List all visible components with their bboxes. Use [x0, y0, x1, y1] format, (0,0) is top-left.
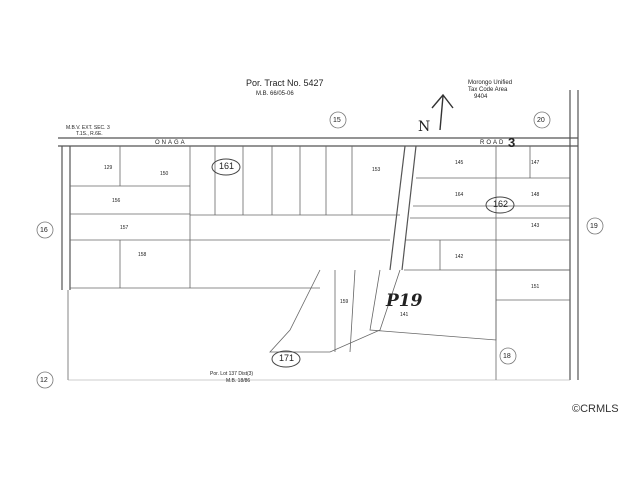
map-book-ref: M.B. 66/05-06: [256, 91, 294, 97]
bottom-note-2: M.B. 18/86: [226, 378, 251, 384]
book-page-161: 161: [219, 161, 235, 171]
parcel-number: 164: [455, 192, 464, 198]
parcel-number: 150: [160, 171, 169, 177]
parcel-number: 156: [112, 198, 121, 204]
grid-number-3: 3: [508, 135, 516, 150]
road-label-road: ROAD: [480, 140, 506, 146]
north-arrow-icon: [431, 93, 454, 131]
district-line-1: Morongo Unified: [468, 80, 513, 86]
district-line-2: Tax Code Area: [468, 87, 508, 93]
parcel-number: 145: [455, 160, 464, 166]
pin-note-2: T.1S., R.6E.: [76, 131, 103, 137]
tract-title: Por. Tract No. 5427: [246, 78, 324, 88]
handwritten-parcel-label: P19: [386, 291, 423, 311]
parcel-number: 158: [138, 252, 147, 258]
road-label-onaga: ONAGA: [155, 140, 187, 146]
bottom-note-1: Por. Lot 137 Dist(3): [210, 371, 254, 377]
parcel-number: 147: [531, 160, 540, 166]
book-page-171: 171: [279, 353, 295, 363]
parcel-number: 143: [531, 223, 540, 229]
parcel-number: 148: [531, 192, 540, 198]
north-label: N: [418, 119, 431, 135]
grid-number-15: 15: [333, 117, 341, 124]
parcel-number: 151: [531, 284, 540, 290]
grid-number-12: 12: [40, 377, 48, 384]
grid-number-19: 19: [590, 223, 598, 230]
book-page-circles: [211, 158, 515, 368]
book-page-162: 162: [493, 199, 509, 209]
parcel-number: 159: [340, 299, 349, 305]
crmls-watermark: ©CRMLS: [572, 403, 619, 415]
parcel-number: 157: [120, 225, 129, 231]
parcel-number: 141: [400, 312, 409, 318]
tax-code: 9404: [474, 94, 488, 100]
grid-number-20: 20: [537, 117, 545, 124]
pin-note-1: M.B.V. EXT. SEC. 3: [66, 125, 110, 131]
parcel-number: 142: [455, 254, 464, 260]
grid-number-16: 16: [40, 227, 48, 234]
parcel-number: 129: [104, 165, 113, 171]
grid-number-18: 18: [503, 353, 511, 360]
parcel-number: 153: [372, 167, 381, 173]
